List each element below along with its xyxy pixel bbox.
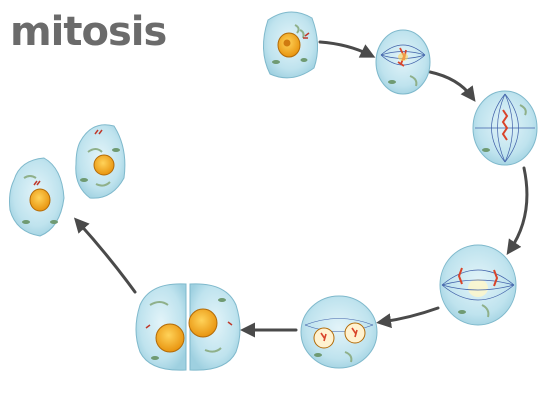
nucleus (155, 323, 185, 353)
anaphase-cell (439, 244, 517, 326)
daughter-cell-1 (9, 157, 65, 237)
telophase-cell (300, 295, 378, 369)
daughter-cell-2 (75, 124, 126, 199)
cycle-arrows (73, 40, 529, 338)
metaphase-cell (472, 90, 538, 166)
arrow-interphase-to-prophase (318, 40, 376, 58)
prophase-cell (375, 29, 431, 95)
diagram-title: mitosis (10, 9, 167, 55)
nucleus (29, 188, 51, 212)
nucleus (188, 308, 218, 338)
nucleus (93, 154, 115, 176)
interphase-cell (263, 11, 318, 79)
arrow-metaphase-to-anaphase (506, 166, 529, 255)
arrow-cytokinesis-to-daughters (73, 217, 137, 294)
arrow-prophase-to-metaphase (428, 70, 476, 102)
arrow-anaphase-to-telophase (376, 306, 440, 329)
cytokinesis-cell (135, 283, 241, 371)
